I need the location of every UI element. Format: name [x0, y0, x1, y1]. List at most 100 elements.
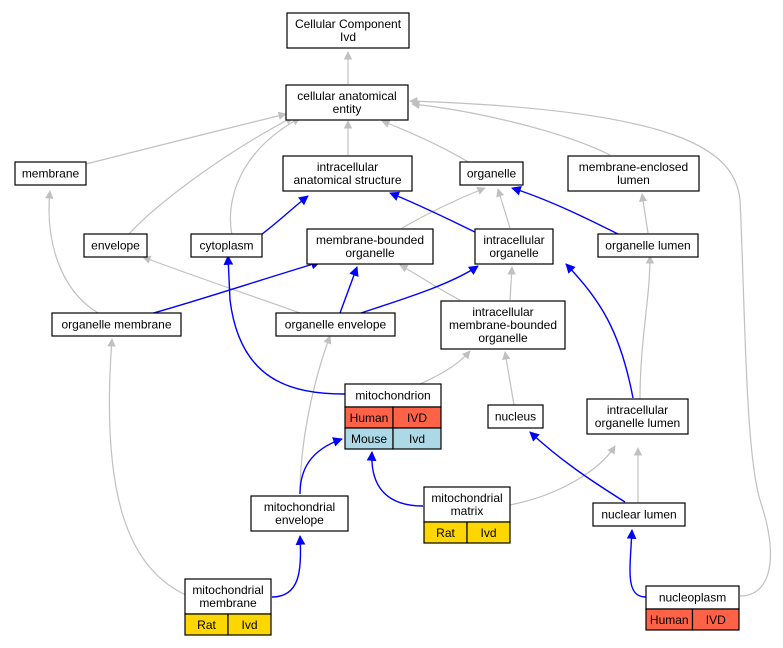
node-box	[250, 495, 349, 532]
edge-om-mbo	[149, 259, 321, 315]
edge-iol-ol	[639, 255, 655, 400]
node-label: Cellular Component	[295, 17, 402, 31]
node-box	[184, 578, 272, 615]
svg-text:Ivd: Ivd	[241, 618, 257, 632]
node-box	[275, 312, 396, 337]
node-box	[51, 312, 182, 337]
node-label: lumen	[617, 173, 650, 187]
node-label: cellular anatomical	[297, 89, 396, 103]
node-ol[interactable]: organelle lumen	[597, 233, 699, 258]
node-box	[459, 161, 524, 186]
node-label: organelle	[467, 167, 517, 181]
annotation-tag[interactable]: Human	[344, 406, 394, 429]
annotation-tag[interactable]: Human	[645, 608, 694, 631]
svg-text:Ivd: Ivd	[409, 432, 425, 446]
node-env[interactable]: envelope	[83, 233, 148, 258]
node-label: mitochondrial	[264, 500, 335, 514]
node-label: organelle	[478, 331, 528, 345]
node-label: organelle lumen	[595, 416, 680, 430]
node-box	[306, 228, 434, 265]
edge-cyt-cae	[229, 117, 301, 236]
svg-text:Rat: Rat	[197, 618, 216, 632]
svg-text:Ivd: Ivd	[480, 526, 496, 540]
svg-text:Human: Human	[650, 613, 689, 627]
node-label: membrane-bounded	[449, 318, 557, 332]
node-label: mitochondrial	[431, 491, 502, 505]
svg-text:Mouse: Mouse	[351, 432, 387, 446]
node-box	[487, 404, 544, 429]
edge-oe-mbo	[339, 266, 359, 314]
annotation-tag[interactable]: Ivd	[392, 427, 442, 450]
annotation-tag[interactable]: Mouse	[344, 427, 394, 450]
svg-text:IVD: IVD	[706, 613, 726, 627]
annotation-tag[interactable]: IVD	[691, 608, 740, 631]
annotation-tag[interactable]: Ivd	[227, 613, 272, 636]
edge-org-cae	[381, 119, 471, 164]
node-box	[567, 155, 700, 192]
node-box	[286, 12, 410, 49]
edge-mmem-om	[107, 338, 189, 597]
edge-mem-cae	[85, 111, 287, 165]
node-label: organelle	[489, 246, 539, 260]
node-box	[14, 161, 87, 186]
annotation-tag[interactable]: Ivd	[466, 521, 511, 544]
node-label: envelope	[91, 239, 140, 253]
node-cyt[interactable]: cytoplasm	[190, 233, 263, 258]
node-nl[interactable]: nuclear lumen	[592, 502, 686, 527]
edge-cyt-ias	[257, 195, 309, 238]
node-label: organelle	[345, 246, 395, 260]
node-mem[interactable]: membrane	[14, 161, 87, 186]
annotation-tag[interactable]: Rat	[184, 613, 229, 636]
node-box	[423, 486, 511, 523]
node-label: intracellular	[472, 305, 533, 319]
node-label: nucleoplasm	[659, 591, 726, 605]
node-label: organelle membrane	[61, 318, 171, 332]
node-box	[586, 398, 689, 435]
edge-oe-io	[357, 265, 479, 315]
node-label: membrane	[199, 596, 257, 610]
node-box	[190, 233, 263, 258]
node-org[interactable]: organelle	[459, 161, 524, 186]
edge-io-org	[496, 188, 511, 229]
edge-imbo-io	[507, 266, 516, 301]
node-om[interactable]: organelle membrane	[51, 312, 182, 337]
edge-nuc-imbo	[502, 351, 515, 406]
edge-mmem-menv	[271, 535, 306, 598]
node-label: cytoplasm	[199, 239, 253, 253]
node-box	[440, 300, 566, 350]
node-label: envelope	[275, 513, 324, 527]
node-nuc[interactable]: nucleus	[487, 404, 544, 429]
edge-iol-io	[565, 263, 634, 399]
edge-mmat-iol	[509, 445, 616, 506]
edge-om-mem	[45, 190, 99, 314]
edge-menv-mito	[299, 437, 343, 495]
node-label: matrix	[451, 504, 484, 518]
node-label: intracellular	[607, 403, 668, 417]
node-box	[597, 233, 699, 258]
annotation-tag[interactable]: Rat	[423, 521, 468, 544]
svg-text:Human: Human	[350, 411, 389, 425]
node-label: membrane	[22, 167, 80, 181]
node-label: intracellular	[317, 160, 378, 174]
annotation-tag[interactable]: IVD	[392, 406, 442, 429]
node-label: nuclear lumen	[601, 508, 676, 522]
node-label: organelle lumen	[605, 239, 690, 253]
edge-mel-cae	[411, 100, 611, 156]
edge-env-cae	[127, 116, 294, 236]
node-oe[interactable]: organelle envelope	[275, 312, 396, 337]
